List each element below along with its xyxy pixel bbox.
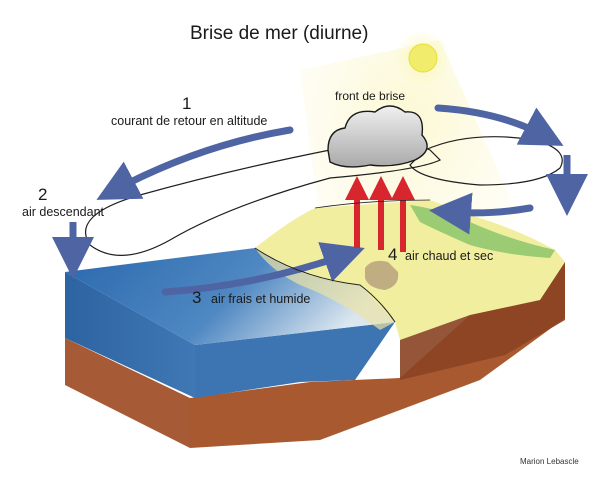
label-number-1: 1 xyxy=(182,94,192,113)
diagram-title: Brise de mer (diurne) xyxy=(190,23,369,44)
sun-icon xyxy=(408,43,438,73)
label-number-4: 4 xyxy=(388,245,398,264)
author-credit: Marion Lebascle xyxy=(520,457,579,466)
label-number-3: 3 xyxy=(192,288,202,307)
cloud-icon xyxy=(327,105,428,168)
sea-front-face xyxy=(195,322,395,398)
label-breeze-front: front de brise xyxy=(335,89,406,103)
land-back-edge xyxy=(314,199,431,209)
return-current-arrow xyxy=(96,126,294,200)
label-cool-humid-air: air frais et humide xyxy=(211,292,311,306)
label-warm-dry-air: air chaud et sec xyxy=(405,249,494,263)
sea-left-face xyxy=(65,272,195,398)
coastline xyxy=(254,247,396,323)
soil-left-face xyxy=(65,338,190,448)
upper-flow-arrow xyxy=(434,104,564,146)
circulation-loop-right xyxy=(409,136,563,186)
label-return-current: courant de retour en altitude xyxy=(111,114,268,128)
circulation-loop-left xyxy=(85,144,442,256)
soil-front-face xyxy=(190,262,565,448)
sea-surface xyxy=(65,248,395,345)
label-descending-air: air descendant xyxy=(22,205,105,219)
rock xyxy=(365,260,399,290)
land-return-arrow xyxy=(429,192,534,235)
label-number-2: 2 xyxy=(38,185,48,204)
sea-breeze-arrow xyxy=(161,242,365,296)
